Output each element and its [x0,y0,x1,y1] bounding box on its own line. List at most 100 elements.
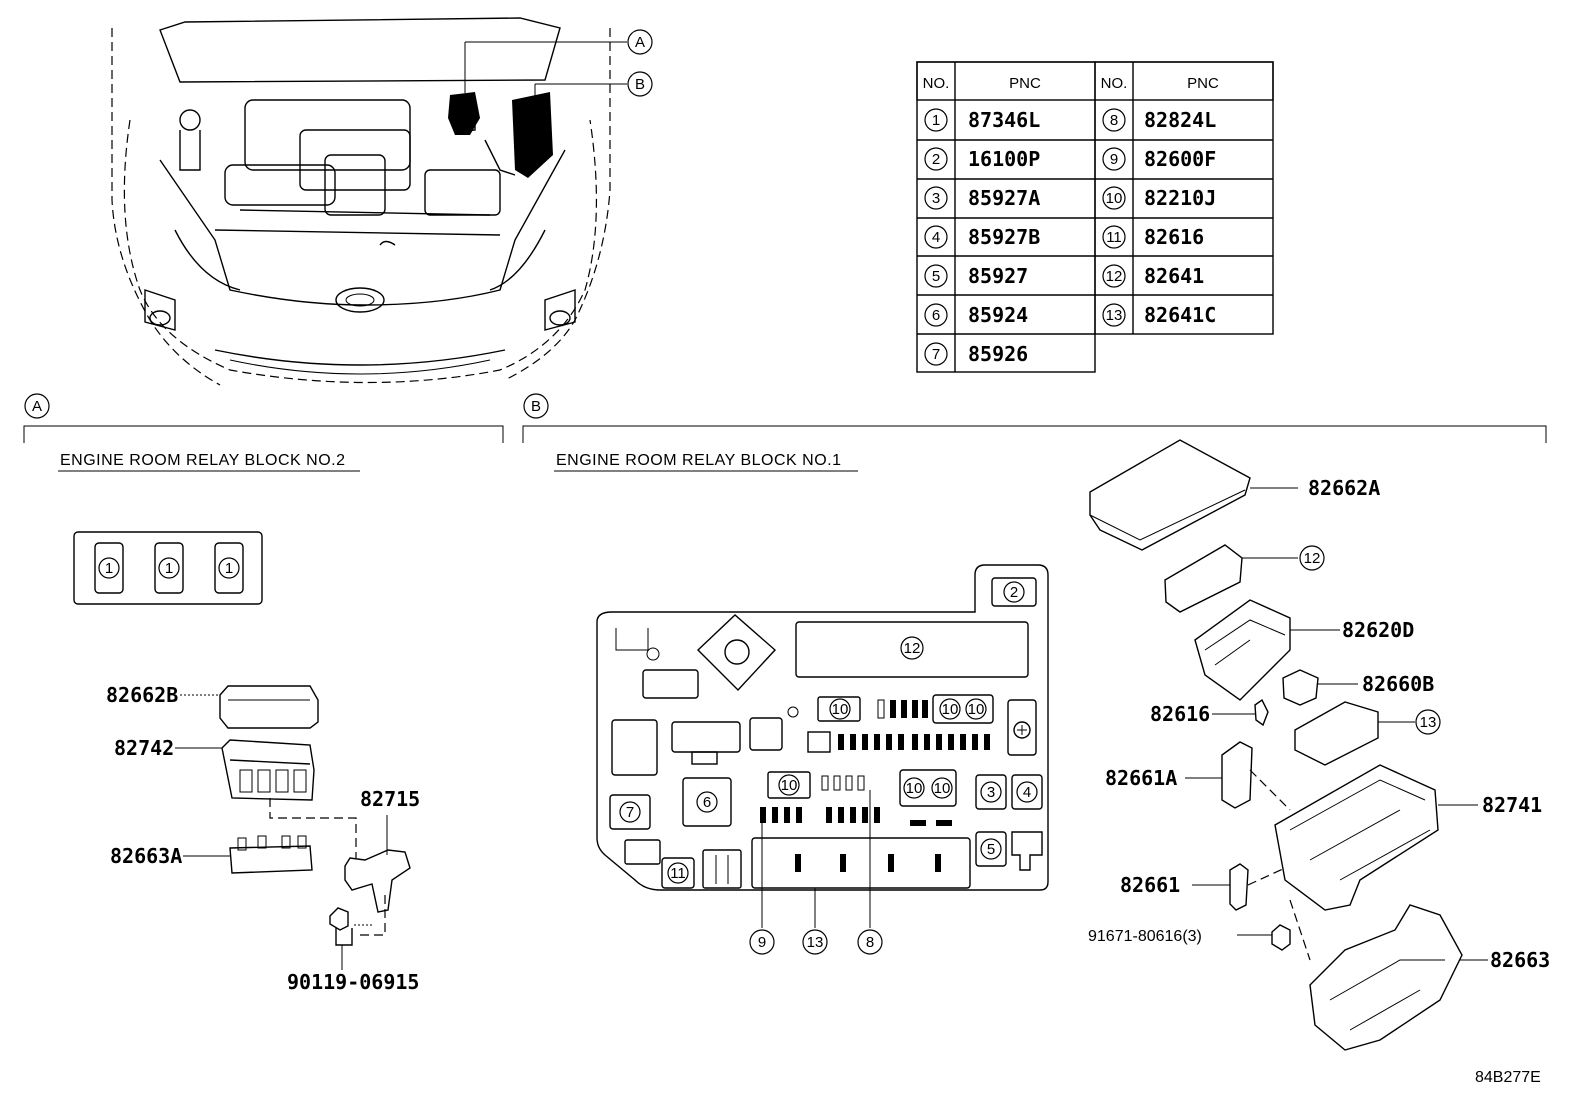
fuse-mark [936,734,942,750]
table-row-no: 6 [932,307,940,324]
part-label-82616: 82616 [1150,702,1210,726]
callout-b-marker [627,71,653,97]
part-label-82715: 82715 [360,787,420,811]
relay-block-no2-top-view: 1 1 1 [73,531,263,605]
fuse-mark [796,807,802,823]
part-label-82661A: 82661A [1105,766,1177,790]
fuse-mark [821,775,829,791]
fuse-mark [772,807,778,823]
fuse-mark [960,734,966,750]
engine-bay-illustration: A B [111,17,653,386]
relay-marker-1a: 1 [105,560,113,577]
table-header-no-2: NO. [1101,75,1128,92]
fuse-mark [845,775,853,791]
table-row-no-marker [924,225,948,249]
fuse-mark [901,700,907,718]
fuse-mark [826,807,832,823]
fuse-mark [890,700,896,718]
table-row-no-marker [1102,225,1126,249]
fuse-mark [862,734,868,750]
fuse-mark [838,734,844,750]
fuse-mark [760,807,766,823]
relay-block-no2-exploded: 82662B 82742 82663A 82715 90119-06915 [106,683,420,994]
table-row-pnc: 82210J [1144,186,1216,210]
layout-marker-9: 9 [758,934,766,951]
table-row-pnc: 85927B [968,225,1040,249]
fuse-mark [912,700,918,718]
table-row-pnc: 82616 [1144,225,1204,249]
table-row-pnc: 16100P [968,147,1040,171]
layout-marker-8: 8 [866,934,874,951]
layout-marker-10d: 10 [781,777,798,794]
exploded-marker-12: 12 [1304,550,1321,567]
section-a-marker [24,393,50,419]
fuse-mark [857,775,865,791]
table-row-no-marker [924,108,948,132]
part-label-82620D: 82620D [1342,618,1414,642]
table-row-no: 3 [932,190,940,207]
table-header-pnc-2: PNC [1187,75,1219,92]
table-row-pnc: 85924 [968,303,1028,327]
table-row-pnc: 87346L [968,108,1040,132]
layout-marker-4: 4 [1023,784,1031,801]
table-row-no-marker [924,342,948,366]
table-row-pnc: 85927A [968,186,1040,210]
table-row-no: 12 [1106,268,1123,285]
table-header-no: NO. [923,75,950,92]
table-row-no-marker [924,186,948,210]
callout-b-label: B [635,76,645,93]
exploded-marker-13: 13 [1420,714,1437,731]
table-row-pnc: 82641 [1144,264,1204,288]
table-row-no: 4 [932,229,940,246]
relay-socket [807,731,831,753]
layout-marker-10c: 10 [968,701,985,718]
part-label-82742: 82742 [114,736,174,760]
table-row-no: 7 [932,346,940,363]
fuse-mark [877,699,885,719]
table-row-no: 5 [932,268,940,285]
layout-marker-10f: 10 [934,780,951,797]
section-b-title: ENGINE ROOM RELAY BLOCK NO.1 [556,452,841,469]
section-a-header: A ENGINE ROOM RELAY BLOCK NO.2 [23,393,504,472]
fuse-mark [922,700,928,718]
section-a-title: ENGINE ROOM RELAY BLOCK NO.2 [60,452,345,469]
table-row-no-marker [1102,186,1126,210]
relay-marker-1c: 1 [225,560,233,577]
section-b-header: B ENGINE ROOM RELAY BLOCK NO.1 [522,393,1547,472]
table-row-no-marker [1102,147,1126,171]
fuse-mark [874,734,880,750]
table-row-pnc: 82641C [1144,303,1216,327]
table-row-no: 10 [1106,190,1123,207]
table-row-pnc: 85926 [968,342,1028,366]
fuse-mark [850,807,856,823]
layout-marker-11: 11 [670,865,686,882]
section-b-marker [523,393,549,419]
table-row-no: 8 [1110,112,1118,129]
table-row-pnc: 85927 [968,264,1028,288]
table-row-no-marker [1102,108,1126,132]
layout-marker-5: 5 [987,841,995,858]
fuse-mark [910,820,926,826]
layout-marker-13: 13 [807,934,824,951]
layout-marker-12: 12 [904,640,921,657]
fuse-mark [850,734,856,750]
relay-block-no1-layout: 12 2 10 10 10 10 10 10 3 4 [596,564,1049,955]
callout-a-label: A [635,34,645,51]
relay-marker-1b: 1 [165,560,173,577]
part-label-82661: 82661 [1120,873,1180,897]
figure-code: 84B277E [1475,1069,1541,1086]
relay-block-no1-exploded: 82662A 12 82620D 82660B 82616 13 82661A [1088,439,1550,1051]
layout-marker-10a: 10 [832,701,849,718]
fuse-mark [936,820,952,826]
layout-marker-10e: 10 [906,780,923,797]
part-label-82660B: 82660B [1362,672,1434,696]
table-row-no: 13 [1106,307,1123,324]
table-row-no: 9 [1110,151,1118,168]
table-row-no: 1 [932,112,940,129]
fuse-mark [898,734,904,750]
part-label-82662B: 82662B [106,683,178,707]
table-row-no: 2 [932,151,940,168]
fuse-mark [784,807,790,823]
